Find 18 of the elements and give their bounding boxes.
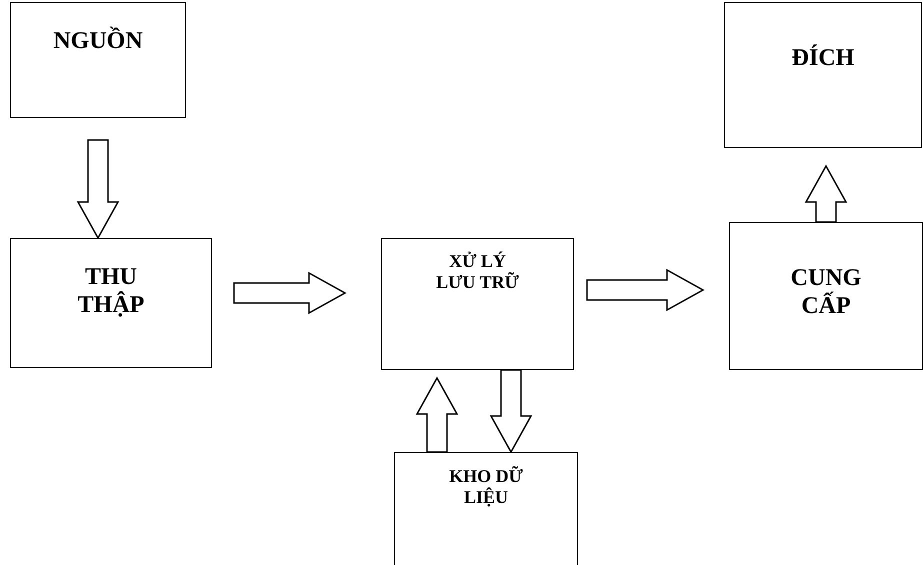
box-label: CUNG CẤP bbox=[790, 265, 862, 320]
block-arrow bbox=[490, 369, 532, 454]
process-box bbox=[10, 238, 212, 368]
box-label: ĐÍCH bbox=[790, 45, 856, 73]
process-box bbox=[724, 2, 922, 148]
box-label: XỬ LÝ LƯU TRỮ bbox=[435, 251, 520, 292]
block-arrow bbox=[804, 164, 848, 223]
process-box bbox=[729, 222, 923, 370]
box-label: THU THẬP bbox=[76, 264, 146, 320]
box-label: NGUỒN bbox=[52, 28, 144, 56]
box-label: KHO DỮ LIỆU bbox=[448, 466, 524, 508]
process-box bbox=[394, 452, 578, 565]
process-box bbox=[10, 2, 186, 118]
process-box bbox=[381, 238, 574, 370]
block-arrow bbox=[233, 272, 347, 314]
block-arrow bbox=[76, 139, 120, 240]
block-arrow bbox=[416, 376, 458, 453]
block-arrow bbox=[586, 268, 705, 312]
